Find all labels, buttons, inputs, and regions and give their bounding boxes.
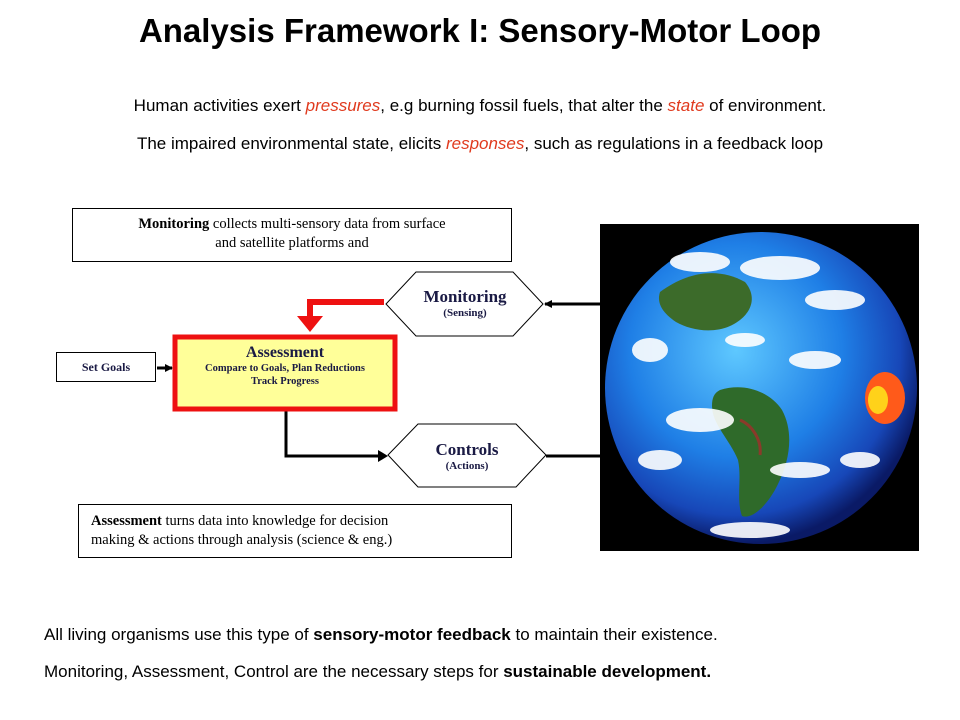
- assessment-note: Assessment turns data into knowledge for…: [78, 504, 512, 558]
- set-goals-box: Set Goals: [56, 352, 156, 382]
- feedback-arrow-red: [297, 299, 384, 332]
- assessment-node-line-2: Track Progress: [251, 376, 319, 387]
- intro-line-1: Human activities exert pressures, e.g bu…: [133, 96, 827, 115]
- bottom-line-1: All living organisms use this type of se…: [44, 625, 718, 644]
- monitoring-node-sub: (Sensing): [443, 307, 487, 319]
- monitoring-node: Monitoring (Sensing): [400, 287, 530, 320]
- assessment-node-shape: [172, 334, 398, 412]
- assessment-node-line-1: Compare to Goals, Plan Reductions: [205, 363, 365, 374]
- monitoring-node-label: Monitoring: [423, 287, 507, 306]
- earth-image: [600, 224, 919, 551]
- controls-node: Controls (Actions): [402, 440, 532, 473]
- assessment-to-controls-line: [284, 410, 384, 458]
- bottom-line-2: Monitoring, Assessment, Control are the …: [44, 662, 712, 681]
- controls-node-sub: (Actions): [445, 460, 489, 472]
- page-title: Analysis Framework I: Sensory-Motor Loop: [138, 12, 822, 49]
- controls-node-label: Controls: [435, 440, 499, 459]
- monitoring-node-shape: [385, 271, 544, 337]
- assessment-node-label: Assessment: [245, 344, 325, 361]
- monitoring-note: Monitoring collects multi-sensory data f…: [72, 208, 512, 262]
- intro-line-2: The impaired environmental state, elicit…: [136, 134, 824, 153]
- assessment-node: Assessment Compare to Goals, Plan Reduct…: [178, 344, 392, 388]
